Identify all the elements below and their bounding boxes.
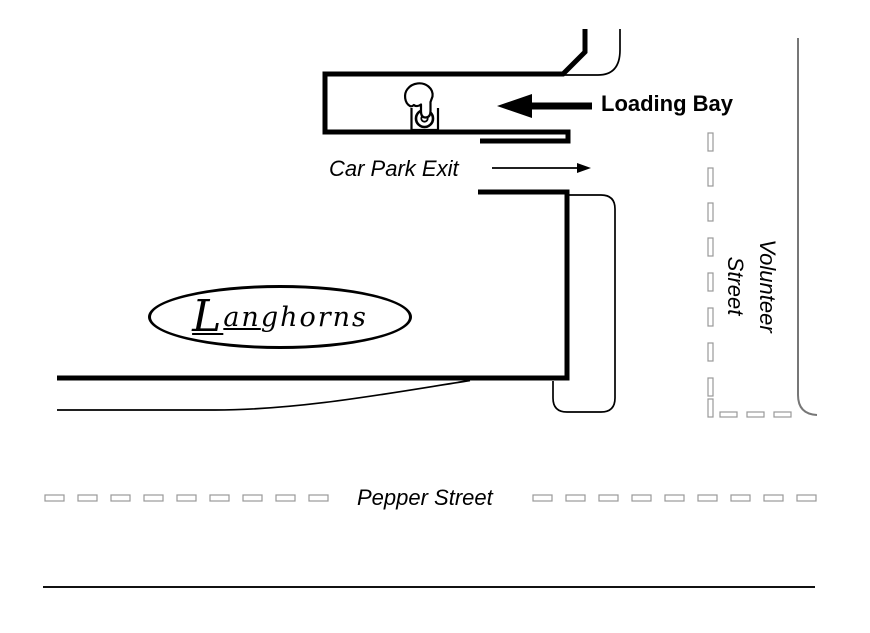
langhorns-logo-rest: ghorns bbox=[260, 301, 368, 333]
road-sweep-line bbox=[57, 379, 471, 411]
loading-bay-label: Loading Bay bbox=[601, 91, 734, 116]
volunteer-street-edge bbox=[797, 38, 818, 416]
volunteer-street-centerline-turn bbox=[719, 411, 792, 418]
car-park-exit-label: Car Park Exit bbox=[329, 156, 459, 181]
pepper-street-label: Pepper Street bbox=[357, 485, 493, 510]
volunteer-street-centerline bbox=[707, 132, 714, 397]
volunteer-street-label: Volunteer Street bbox=[719, 239, 783, 332]
loading-bay-building-outline bbox=[322, 29, 588, 144]
langhorns-logo-initial: L bbox=[192, 291, 224, 342]
lane-outline bbox=[552, 194, 616, 413]
car-park-exit-arrow bbox=[492, 163, 591, 173]
press-button-icon bbox=[403, 82, 440, 132]
pepper-street-centerline-left bbox=[44, 494, 329, 502]
driveway-edge bbox=[563, 29, 621, 76]
volunteer-street-label-line2: Street bbox=[723, 256, 748, 316]
langhorns-building-outline bbox=[57, 189, 570, 381]
pepper-street-centerline-right bbox=[532, 494, 817, 502]
langhorns-logo-underlined: an bbox=[223, 301, 261, 333]
volunteer-street-centerline-corner bbox=[707, 398, 714, 418]
volunteer-street-label-line1: Volunteer bbox=[755, 239, 780, 333]
loading-bay-arrow bbox=[497, 94, 592, 118]
